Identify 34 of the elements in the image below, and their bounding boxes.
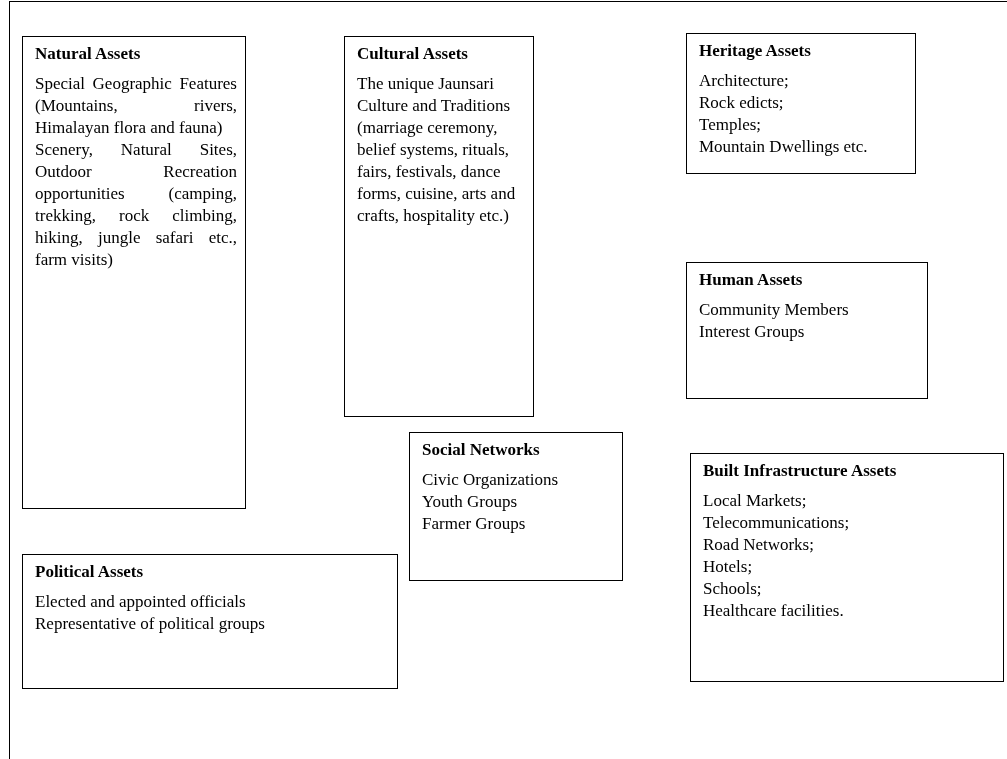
box-heading: Human Assets — [699, 269, 804, 291]
box-text: Healthcare facilities. — [703, 600, 845, 622]
box-heading: Built Infrastructure Assets — [703, 460, 898, 482]
text-box — [690, 453, 1004, 682]
text-box — [686, 262, 928, 399]
box-text: Road Networks; — [703, 534, 815, 556]
box-text: Mountain Dwellings etc. — [699, 136, 869, 158]
text-box — [344, 36, 534, 417]
box-text: Scenery, Natural Sites, Outdoor Recreation opportunities (camping, trekking, rock climbing, hiking, jungle safari etc., farm visits) — [35, 139, 237, 271]
box-text: Youth Groups — [422, 491, 519, 513]
box-text: Architecture; — [699, 70, 790, 92]
box-text: The unique Jaunsari Culture and Traditions (marriage ceremony, belief systems, rituals, fairs, festivals, dance forms, cuisine, arts and crafts, hospitality etc.) — [357, 73, 517, 227]
box-text: Schools; — [703, 578, 763, 600]
text-box — [686, 33, 916, 174]
box-text: Civic Organizations — [422, 469, 560, 491]
box-text: Hotels; — [703, 556, 754, 578]
box-heading: Cultural Assets — [357, 43, 469, 65]
text-box — [22, 554, 398, 689]
box-heading: Social Networks — [422, 439, 541, 461]
box-text: Telecommunications; — [703, 512, 851, 534]
box-text: Elected and appointed officials — [35, 591, 247, 613]
box-text: Rock edicts; — [699, 92, 785, 114]
box-text: Local Markets; — [703, 490, 808, 512]
box-text: Special Geographic Features (Mountains, rivers, Himalayan flora and fauna) — [35, 73, 237, 139]
text-box — [22, 36, 246, 509]
text-box — [409, 432, 623, 581]
box-heading: Heritage Assets — [699, 40, 812, 62]
box-text: Farmer Groups — [422, 513, 527, 535]
box-heading: Natural Assets — [35, 43, 142, 65]
box-text: Temples; — [699, 114, 763, 136]
box-heading: Political Assets — [35, 561, 145, 583]
box-text: Community Members — [699, 299, 850, 321]
box-text: Interest Groups — [699, 321, 806, 343]
box-text: Representative of political groups — [35, 613, 266, 635]
